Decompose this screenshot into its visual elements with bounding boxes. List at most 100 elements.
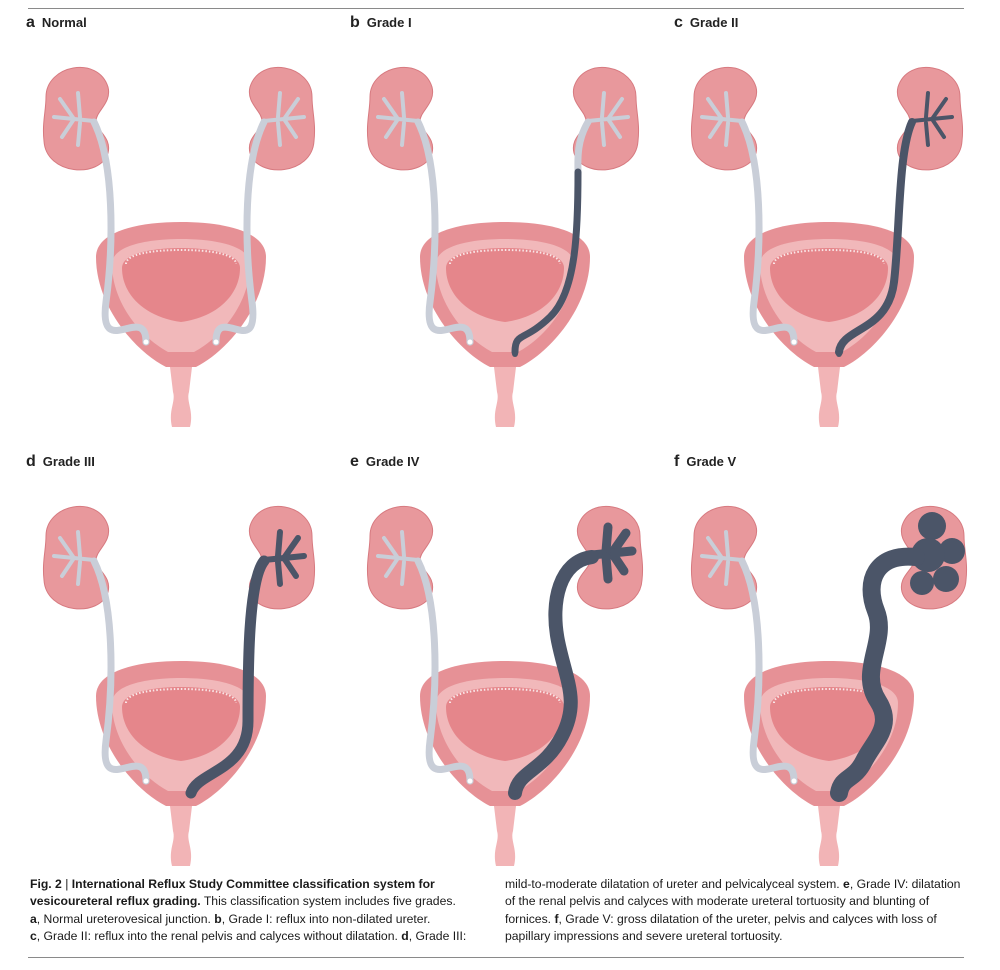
- calyx-branch: [700, 554, 724, 560]
- figure-title: International Reflux Study Committee cla…: [30, 877, 435, 909]
- calyx-branch: [76, 121, 82, 147]
- caption-text-continued: mild-to-moderate dilatation of ureter an…: [505, 877, 844, 891]
- calyx-branch: [276, 121, 282, 147]
- calyx-branch: [60, 117, 76, 139]
- caption-letter: b: [214, 911, 222, 926]
- reflux-ureter: [835, 118, 916, 356]
- bladder-lumen: [770, 687, 888, 761]
- dilated-calyx: [601, 522, 613, 556]
- panel-title: Grade V: [686, 454, 737, 469]
- calyx-branch: [60, 556, 76, 578]
- panel-title: Grade III: [42, 454, 95, 469]
- figure-caption-right: mild-to-moderate dilatation of ureter an…: [505, 876, 965, 946]
- urinary-tract-diagram: [366, 67, 640, 427]
- calyx-branch: [72, 556, 96, 562]
- calyx-branch: [600, 91, 606, 119]
- panel-title: Grade I: [366, 15, 412, 30]
- calyx-branch: [58, 97, 76, 121]
- calyx-branch: [376, 554, 400, 560]
- left-renal-pelvis: [376, 91, 420, 147]
- panel-grade-3: d Grade III: [26, 453, 346, 883]
- dilated-calyx: [281, 555, 299, 579]
- right-ureteral-orifice: [188, 790, 194, 796]
- panel-letter: d: [26, 453, 36, 470]
- bladder-lumen: [122, 687, 240, 761]
- caption-text: , Grade IV: dilatation of the renal pelv…: [505, 877, 961, 926]
- caption-intro: This classification system includes five…: [200, 894, 456, 909]
- urethra: [494, 367, 516, 427]
- right-renal-pelvis: [262, 91, 306, 147]
- bladder-lumen: [446, 687, 564, 761]
- calyx-branch: [700, 115, 724, 121]
- dilated-calyx: [930, 97, 948, 121]
- left-renal-pelvis: [376, 530, 420, 586]
- calyx-branch: [400, 530, 406, 558]
- calyx-branch: [52, 554, 76, 560]
- calyx-branch: [282, 117, 298, 139]
- left-ureter: [90, 557, 150, 785]
- panel-title: Normal: [41, 15, 87, 30]
- calyx-branch: [706, 97, 724, 121]
- calyx-branch: [396, 556, 420, 562]
- dilated-calyx: [281, 535, 301, 561]
- caption-text: , Grade III:: [408, 929, 467, 944]
- dilated-calyx: [930, 115, 954, 121]
- calyx-branch: [76, 560, 82, 586]
- panel-label: b Grade I: [350, 14, 412, 32]
- calyx-branch: [720, 556, 744, 562]
- calyx-branch: [376, 115, 400, 121]
- calyx-branch: [76, 530, 82, 558]
- left-renal-pelvis: [700, 530, 744, 586]
- top-rule: [28, 8, 964, 9]
- calyx-branch: [606, 115, 630, 121]
- dilated-calyx: [924, 121, 930, 147]
- reflux-ureter: [185, 555, 270, 799]
- calyx-branch: [724, 91, 730, 119]
- urinary-tract-diagram: [42, 506, 316, 866]
- bladder-lumen: [122, 248, 240, 322]
- calyx-branch: [384, 556, 400, 578]
- caption-text: , Grade V: gross dilatation of the urete…: [505, 911, 937, 944]
- calyx-branch: [586, 117, 610, 123]
- bladder-mucosa: [449, 687, 561, 704]
- calyx-branch: [72, 117, 96, 123]
- urinary-tract-diagram: [366, 506, 644, 866]
- urinary-tract-diagram: [690, 506, 968, 866]
- right-ureteral-orifice: [212, 338, 220, 346]
- reflux-ureter: [508, 550, 599, 800]
- gross-calyx: [933, 566, 959, 592]
- caption-letter: c: [30, 929, 37, 944]
- left-ureteral-orifice: [790, 338, 798, 346]
- left-renal-pelvis: [52, 91, 96, 147]
- calyx-branch: [382, 536, 400, 560]
- calyx-branch: [384, 117, 400, 139]
- calyx-branch: [724, 121, 730, 147]
- figure-label: Fig. 2: [30, 877, 62, 891]
- calyx-branch: [600, 121, 606, 147]
- left-ureter: [738, 557, 798, 785]
- right-ureteral-orifice: [512, 351, 518, 357]
- right-ureteral-orifice: [836, 790, 842, 796]
- calyx-branch: [282, 115, 306, 121]
- figure-caption-left: Fig. 2 | International Reflux Study Comm…: [30, 876, 480, 946]
- calyx-branch: [606, 97, 624, 121]
- bladder-mucosa: [125, 248, 237, 265]
- panel-label: d Grade III: [26, 453, 95, 471]
- panel-letter: b: [350, 14, 360, 31]
- calyx-branch: [282, 97, 300, 121]
- left-ureter: [414, 118, 474, 346]
- caption-letter: f: [554, 911, 559, 926]
- right-renal-pelvis: [586, 91, 630, 147]
- left-ureteral-orifice: [466, 338, 474, 346]
- left-ureteral-orifice: [466, 777, 474, 785]
- calyx-branch: [382, 97, 400, 121]
- calyx-branch: [76, 91, 82, 119]
- dilated-calyx: [924, 91, 930, 119]
